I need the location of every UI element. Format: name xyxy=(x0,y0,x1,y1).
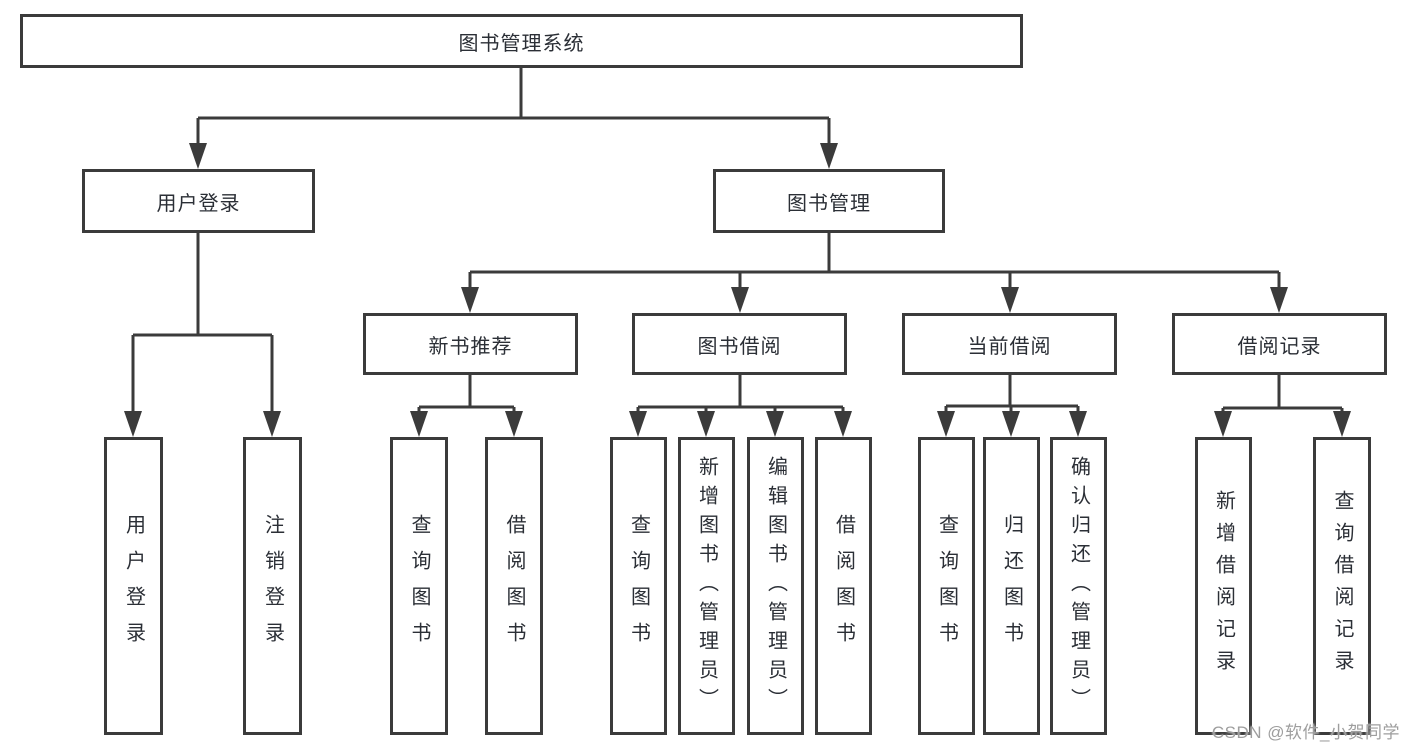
arrowhead xyxy=(766,411,784,437)
leaf-edit-books-admin: 编辑图书（管理员） xyxy=(747,437,804,735)
connector-book-mgmt-branch xyxy=(468,231,1281,292)
node-label: 当前借阅 xyxy=(967,335,1052,358)
node-book-management: 图书管理 xyxy=(713,169,945,233)
leaf-label: 查询图书 xyxy=(627,514,650,658)
node-library-system-root: 图书管理系统 xyxy=(20,14,1023,68)
arrowheads xyxy=(124,143,1351,437)
arrowhead xyxy=(1002,411,1020,437)
arrowhead xyxy=(1069,411,1087,437)
leaf-label: 新增借阅记录 xyxy=(1212,490,1235,682)
leaf-label: 借阅图书 xyxy=(832,514,855,658)
connector-user-login-branch xyxy=(131,231,274,415)
arrowhead xyxy=(1270,287,1288,313)
arrowhead xyxy=(1333,411,1351,437)
arrowhead xyxy=(697,411,715,437)
arrowhead xyxy=(834,411,852,437)
node-borrowing-records: 借阅记录 xyxy=(1172,313,1387,375)
arrowhead xyxy=(505,411,523,437)
leaf-user-login: 用户登录 xyxy=(104,437,163,735)
leaf-query-borrow-record: 查询借阅记录 xyxy=(1313,437,1371,735)
node-user-login: 用户登录 xyxy=(82,169,315,233)
node-label: 图书管理 xyxy=(787,192,871,215)
node-book-borrowing: 图书借阅 xyxy=(632,313,847,375)
node-label: 用户登录 xyxy=(156,192,241,215)
connector-new-books-branch xyxy=(417,373,516,415)
connector-current-branch xyxy=(944,373,1080,415)
leaf-label: 查询图书 xyxy=(935,514,958,658)
connector-borrow-branch xyxy=(636,373,845,415)
leaf-label: 查询借阅记录 xyxy=(1331,490,1353,682)
leaf-borrow-books: 借阅图书 xyxy=(815,437,872,735)
connector-records-branch xyxy=(1221,373,1344,415)
arrowhead xyxy=(461,287,479,313)
node-current-borrowing: 当前借阅 xyxy=(902,313,1117,375)
arrowhead xyxy=(124,411,142,437)
arrowhead xyxy=(1001,287,1019,313)
csdn-watermark: CSDN @软件_小贺同学 xyxy=(1211,723,1400,742)
node-new-book-recommend: 新书推荐 xyxy=(363,313,578,375)
arrowhead xyxy=(937,411,955,437)
node-label: 图书借阅 xyxy=(697,335,782,358)
node-label: 新书推荐 xyxy=(428,335,513,358)
leaf-label: 新增图书（管理员） xyxy=(695,455,718,717)
leaf-add-borrow-record: 新增借阅记录 xyxy=(1195,437,1252,735)
arrowhead xyxy=(731,287,749,313)
leaf-label: 注销登录 xyxy=(261,514,284,658)
leaf-label: 借阅图书 xyxy=(503,514,525,658)
leaf-confirm-return-admin: 确认归还（管理员） xyxy=(1050,437,1107,735)
arrowhead xyxy=(189,143,207,169)
leaf-add-books-admin: 新增图书（管理员） xyxy=(678,437,735,735)
leaf-return-books: 归还图书 xyxy=(983,437,1040,735)
connector-root-to-level2 xyxy=(196,68,831,150)
arrowhead xyxy=(1214,411,1232,437)
arrowhead xyxy=(820,143,838,169)
leaf-query-books-current: 查询图书 xyxy=(918,437,975,735)
leaf-query-books-borrow: 查询图书 xyxy=(610,437,667,735)
arrowhead xyxy=(410,411,428,437)
leaf-label: 归还图书 xyxy=(1000,514,1023,658)
leaf-label: 查询图书 xyxy=(408,514,430,658)
leaf-borrow-books-recommend: 借阅图书 xyxy=(485,437,543,735)
leaf-label: 确认归还（管理员） xyxy=(1067,455,1090,717)
node-label: 图书管理系统 xyxy=(458,32,585,55)
leaf-logout: 注销登录 xyxy=(243,437,302,735)
leaf-label: 用户登录 xyxy=(122,514,145,658)
node-label: 借阅记录 xyxy=(1237,335,1322,358)
leaf-label: 编辑图书（管理员） xyxy=(764,455,787,717)
arrowhead xyxy=(629,411,647,437)
arrowhead xyxy=(263,411,281,437)
leaf-query-books-recommend: 查询图书 xyxy=(390,437,448,735)
